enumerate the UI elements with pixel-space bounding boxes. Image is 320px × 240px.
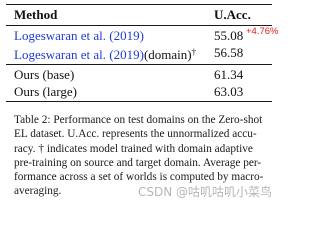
row-value-ours-base: 61.34 xyxy=(214,67,244,82)
table-top-rule xyxy=(6,4,272,5)
caption-line: pre-training on source and target domain… xyxy=(14,156,262,169)
delta-annotation: +4.76% xyxy=(246,26,279,37)
caption-line: Table 2: Performance on test domains on … xyxy=(14,114,263,126)
citation-link[interactable]: Logeswaran et al. (2019) xyxy=(14,28,144,43)
row-method-logeswaran: Logeswaran et al. (2019) xyxy=(14,28,144,43)
row-method-ours-large: Ours (large) xyxy=(14,84,77,99)
dagger-mark: † xyxy=(191,47,197,57)
row-value-logeswaran-domain: 56.58 xyxy=(214,45,244,60)
header-method: Method xyxy=(14,7,58,22)
table-header-rule xyxy=(6,25,272,26)
caption-line: formance across a set of worlds is compu… xyxy=(14,171,264,184)
table-caption: Table 2: Performance on test domains on … xyxy=(14,113,272,199)
row-value-ours-large: 63.03 xyxy=(214,84,244,99)
caption-line: racy. † indicates model trained with dom… xyxy=(14,142,253,155)
row-value-logeswaran: 55.08 xyxy=(214,28,244,43)
table-group-rule xyxy=(6,64,272,65)
caption-line: averaging. xyxy=(14,185,62,198)
citation-link[interactable]: Logeswaran et al. (2019) xyxy=(14,47,144,62)
row-method-logeswaran-domain: Logeswaran et al. (2019)(domain)† xyxy=(14,45,196,62)
header-uacc: U.Acc. xyxy=(214,7,251,22)
csdn-watermark: CSDN @咕叽咕叽小菜鸟 xyxy=(137,185,272,199)
row-method-ours-base: Ours (base) xyxy=(14,67,75,82)
method-suffix: (domain) xyxy=(143,47,192,62)
caption-line: EL dataset. U.Acc. represents the unnorm… xyxy=(14,128,257,141)
table-bottom-rule xyxy=(6,101,272,102)
